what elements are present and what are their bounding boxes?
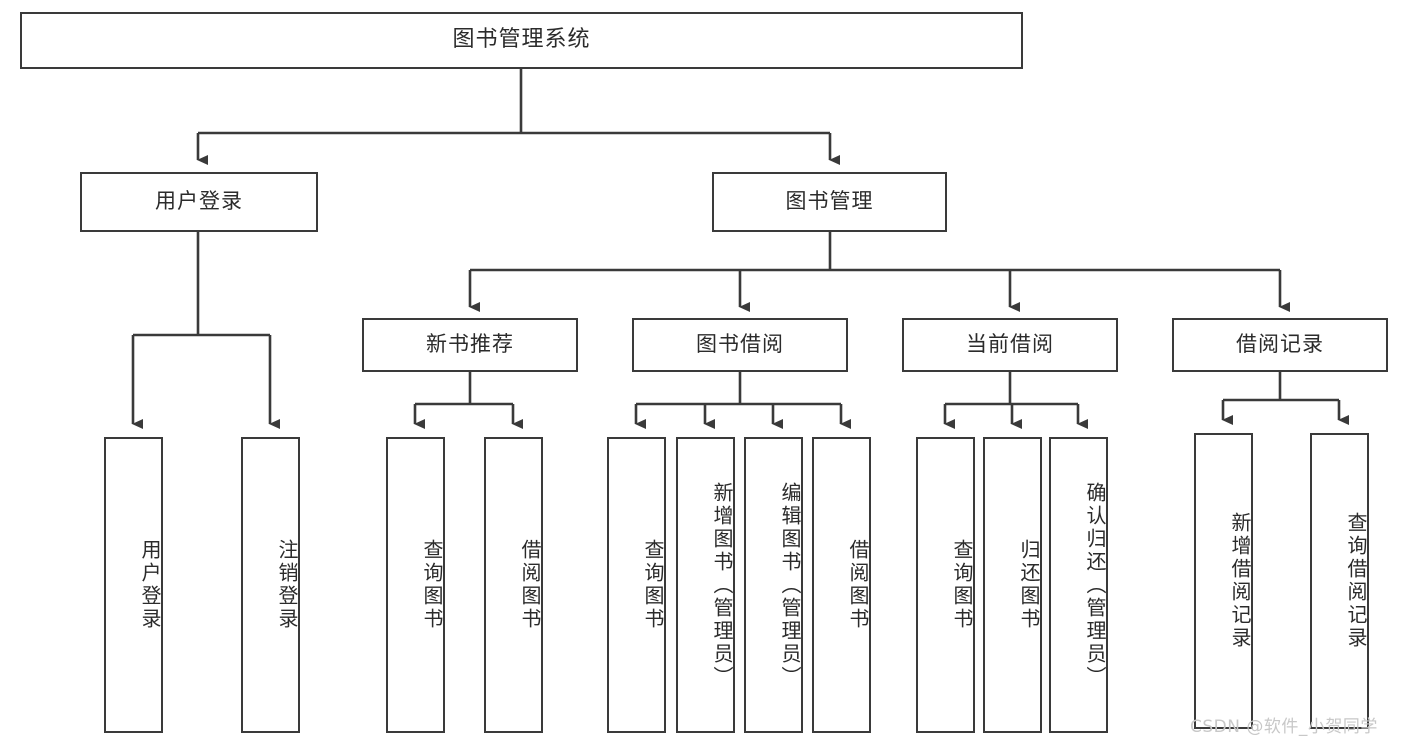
leaf-current-return-book[interactable]: 归还图书 (983, 437, 1042, 733)
leaf-user-login-login[interactable]: 用户登录 (104, 437, 163, 733)
node-borrow-record[interactable]: 借阅记录 (1172, 318, 1388, 372)
leaf-label: 借阅图书 (846, 539, 870, 631)
leaf-label: 查询图书 (950, 539, 974, 631)
leaf-label: 新增借阅记录 (1228, 512, 1252, 650)
leaf-label: 归还图书 (1017, 539, 1041, 631)
csdn-watermark: CSDN @软件_小贺同学 (1190, 717, 1378, 737)
leaf-borrow-add-book-admin[interactable]: 新增图书（管理员） (676, 437, 735, 733)
leaf-label: 注销登录 (275, 539, 299, 631)
leaf-label: 新增图书（管理员） (710, 481, 734, 689)
leaf-current-confirm-return-admin[interactable]: 确认归还（管理员） (1049, 437, 1108, 733)
leaf-label: 查询图书 (641, 539, 665, 631)
leaf-user-login-logout[interactable]: 注销登录 (241, 437, 300, 733)
node-book-borrow[interactable]: 图书借阅 (632, 318, 848, 372)
node-user-login[interactable]: 用户登录 (80, 172, 318, 232)
leaf-borrow-query-book[interactable]: 查询图书 (607, 437, 666, 733)
leaf-label: 用户登录 (138, 539, 162, 631)
leaf-new-book-query[interactable]: 查询图书 (386, 437, 445, 733)
node-current-borrow[interactable]: 当前借阅 (902, 318, 1118, 372)
leaf-record-query-record[interactable]: 查询借阅记录 (1310, 433, 1369, 729)
leaf-record-add-record[interactable]: 新增借阅记录 (1194, 433, 1253, 729)
leaf-label: 借阅图书 (518, 539, 542, 631)
node-book-management[interactable]: 图书管理 (712, 172, 947, 232)
leaf-new-book-borrow[interactable]: 借阅图书 (484, 437, 543, 733)
node-root-system[interactable]: 图书管理系统 (20, 12, 1023, 69)
leaf-label: 编辑图书（管理员） (778, 481, 802, 689)
leaf-borrow-edit-book-admin[interactable]: 编辑图书（管理员） (744, 437, 803, 733)
node-new-book-recommend[interactable]: 新书推荐 (362, 318, 578, 372)
leaf-current-query-book[interactable]: 查询图书 (916, 437, 975, 733)
leaf-label: 查询图书 (420, 539, 444, 631)
leaf-label: 查询借阅记录 (1344, 512, 1368, 650)
leaf-borrow-borrow-book[interactable]: 借阅图书 (812, 437, 871, 733)
leaf-label: 确认归还（管理员） (1083, 481, 1107, 689)
